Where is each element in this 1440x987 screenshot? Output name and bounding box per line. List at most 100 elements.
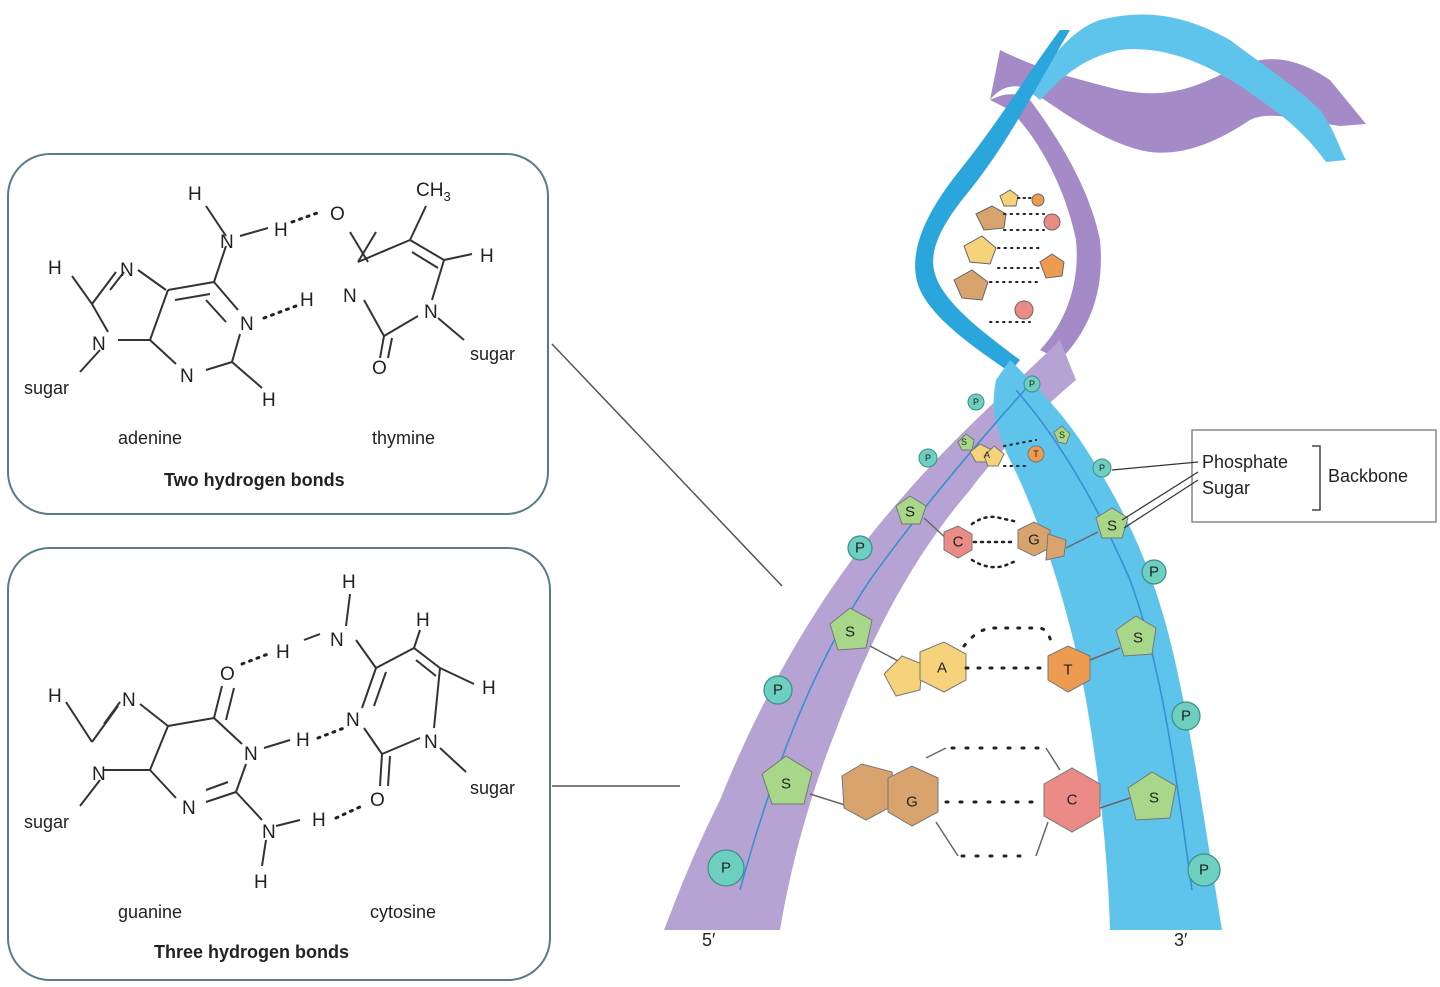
gc-pair-large: S G C S bbox=[761, 746, 1177, 858]
cytosine-label: cytosine bbox=[370, 902, 436, 922]
three-hydrogen-bonds-caption: Three hydrogen bonds bbox=[154, 942, 349, 962]
atom-o: O bbox=[330, 204, 345, 225]
atom-o: O bbox=[220, 664, 235, 685]
sugar-label: S bbox=[1059, 430, 1065, 440]
atom-n: N bbox=[122, 690, 136, 711]
phosphate-label: P bbox=[1149, 564, 1159, 581]
adenine-thymine-panel: H N H O H N N H N N N H H N O CH3 sugar … bbox=[7, 153, 549, 515]
backbone-legend: Phosphate Sugar Backbone bbox=[1111, 429, 1437, 529]
atom-h: H bbox=[312, 810, 326, 831]
atom-n: N bbox=[92, 764, 106, 785]
atom-h: H bbox=[482, 678, 496, 699]
atom-h: H bbox=[300, 290, 314, 311]
label: P bbox=[1099, 463, 1105, 473]
phosphate-label: P bbox=[1199, 862, 1209, 879]
sugar-label: S bbox=[1133, 630, 1143, 647]
atom-h: H bbox=[296, 730, 310, 751]
atom-o: O bbox=[372, 358, 387, 379]
legend-sugar-label: Sugar bbox=[1202, 478, 1250, 498]
strand-upper-blue bbox=[915, 30, 1070, 372]
label: P bbox=[925, 453, 931, 463]
atom-h: H bbox=[48, 258, 62, 279]
phosphate-label: P bbox=[773, 682, 783, 699]
atom-h: H bbox=[274, 220, 288, 241]
atom-h: H bbox=[262, 390, 276, 411]
adenine-thymine-atoms: H N H O H N N H N N N H H N O CH3 sugar … bbox=[24, 180, 515, 411]
phosphate-label: P bbox=[1181, 708, 1191, 725]
thymine-sugar-label: sugar bbox=[470, 344, 515, 364]
atom-n: N bbox=[244, 744, 258, 765]
atom-o: O bbox=[370, 790, 385, 811]
connector-line-top bbox=[551, 343, 783, 587]
base-t-label: T bbox=[1033, 449, 1039, 459]
sugar-label: S bbox=[845, 624, 855, 641]
atom-n: N bbox=[424, 732, 438, 753]
atom-h: H bbox=[276, 642, 290, 663]
sugar-label: S bbox=[1149, 790, 1159, 807]
strand-upper-purple bbox=[990, 94, 1101, 360]
thymine-label: thymine bbox=[372, 428, 435, 448]
atom-h: H bbox=[254, 872, 268, 893]
small-at-pair: S A T S bbox=[957, 425, 1071, 467]
legend-bracket bbox=[1312, 445, 1321, 511]
upper-mini-rungs bbox=[953, 189, 1065, 323]
atom-h: H bbox=[480, 246, 494, 267]
atom-n: N bbox=[343, 286, 357, 307]
small-phosphates: P P P P bbox=[918, 375, 1112, 478]
strand-top-twist-blue bbox=[1028, 14, 1346, 163]
atom-n: N bbox=[240, 314, 254, 335]
adenine-thymine-box bbox=[7, 153, 549, 515]
atom-n: N bbox=[424, 302, 438, 323]
atom-n: N bbox=[262, 822, 276, 843]
base-g-label: G bbox=[906, 794, 918, 811]
phosphate-label: P bbox=[721, 860, 731, 877]
hydrogen-bond-1 bbox=[290, 210, 322, 224]
atom-n: N bbox=[220, 232, 234, 253]
double-helix: S A T S P P P P S C G S bbox=[664, 14, 1366, 950]
sugar-label: S bbox=[961, 437, 967, 447]
phosphate-pointer bbox=[1111, 461, 1199, 471]
atom-n: N bbox=[180, 366, 194, 387]
base-t-label: T bbox=[1063, 662, 1072, 679]
guanine-cytosine-box bbox=[7, 547, 551, 981]
five-prime-end-label: 5′ bbox=[702, 930, 716, 950]
atom-n: N bbox=[120, 260, 134, 281]
sugar-label: S bbox=[1107, 518, 1117, 535]
sugar-pointer-1 bbox=[1121, 471, 1199, 521]
hydrogen-bond-3 bbox=[334, 804, 364, 820]
cytosine-sugar-label: sugar bbox=[470, 778, 515, 798]
label: P bbox=[973, 397, 979, 407]
hydrogen-bond-1 bbox=[240, 652, 270, 666]
atom-n: N bbox=[182, 798, 196, 819]
methyl-group: CH3 bbox=[416, 180, 451, 204]
guanine-cytosine-panel: H N H O H H N H N H N N N N N H O H suga… bbox=[7, 547, 551, 981]
strand-right-backbone-line bbox=[1015, 389, 1193, 891]
cg-pair-medium: S C G S bbox=[895, 495, 1129, 569]
sugar-label: S bbox=[905, 504, 915, 521]
base-c-label: C bbox=[1067, 792, 1078, 809]
sugar-pointer-2 bbox=[1123, 479, 1199, 529]
guanine-label: guanine bbox=[118, 902, 182, 922]
legend-backbone-label: Backbone bbox=[1328, 466, 1408, 486]
adenine-label: adenine bbox=[118, 428, 182, 448]
atom-h: H bbox=[416, 610, 430, 631]
atom-n: N bbox=[330, 630, 344, 651]
sugar-label: S bbox=[781, 776, 791, 793]
adenine-sugar-label: sugar bbox=[24, 378, 69, 398]
legend-phosphate-label: Phosphate bbox=[1202, 452, 1288, 472]
base-c-label: C bbox=[953, 534, 964, 551]
guanine-cytosine-atoms: H N H O H H N H N H N N N N N H O H suga… bbox=[24, 572, 515, 893]
at-pair-large: S A T S bbox=[829, 607, 1157, 697]
guanine-cytosine-bonds bbox=[65, 593, 475, 867]
atom-h: H bbox=[48, 686, 62, 707]
adenine-thymine-bonds bbox=[71, 205, 473, 389]
two-hydrogen-bonds-caption: Two hydrogen bonds bbox=[164, 470, 345, 490]
base-a-label: A bbox=[984, 450, 990, 460]
atom-h: H bbox=[188, 184, 202, 205]
guanine-sugar-label: sugar bbox=[24, 812, 69, 832]
phosphate-label: P bbox=[855, 540, 865, 557]
atom-n: N bbox=[346, 710, 360, 731]
atom-h: H bbox=[342, 572, 356, 593]
base-g-label: G bbox=[1028, 532, 1040, 549]
label: P bbox=[1029, 379, 1035, 389]
